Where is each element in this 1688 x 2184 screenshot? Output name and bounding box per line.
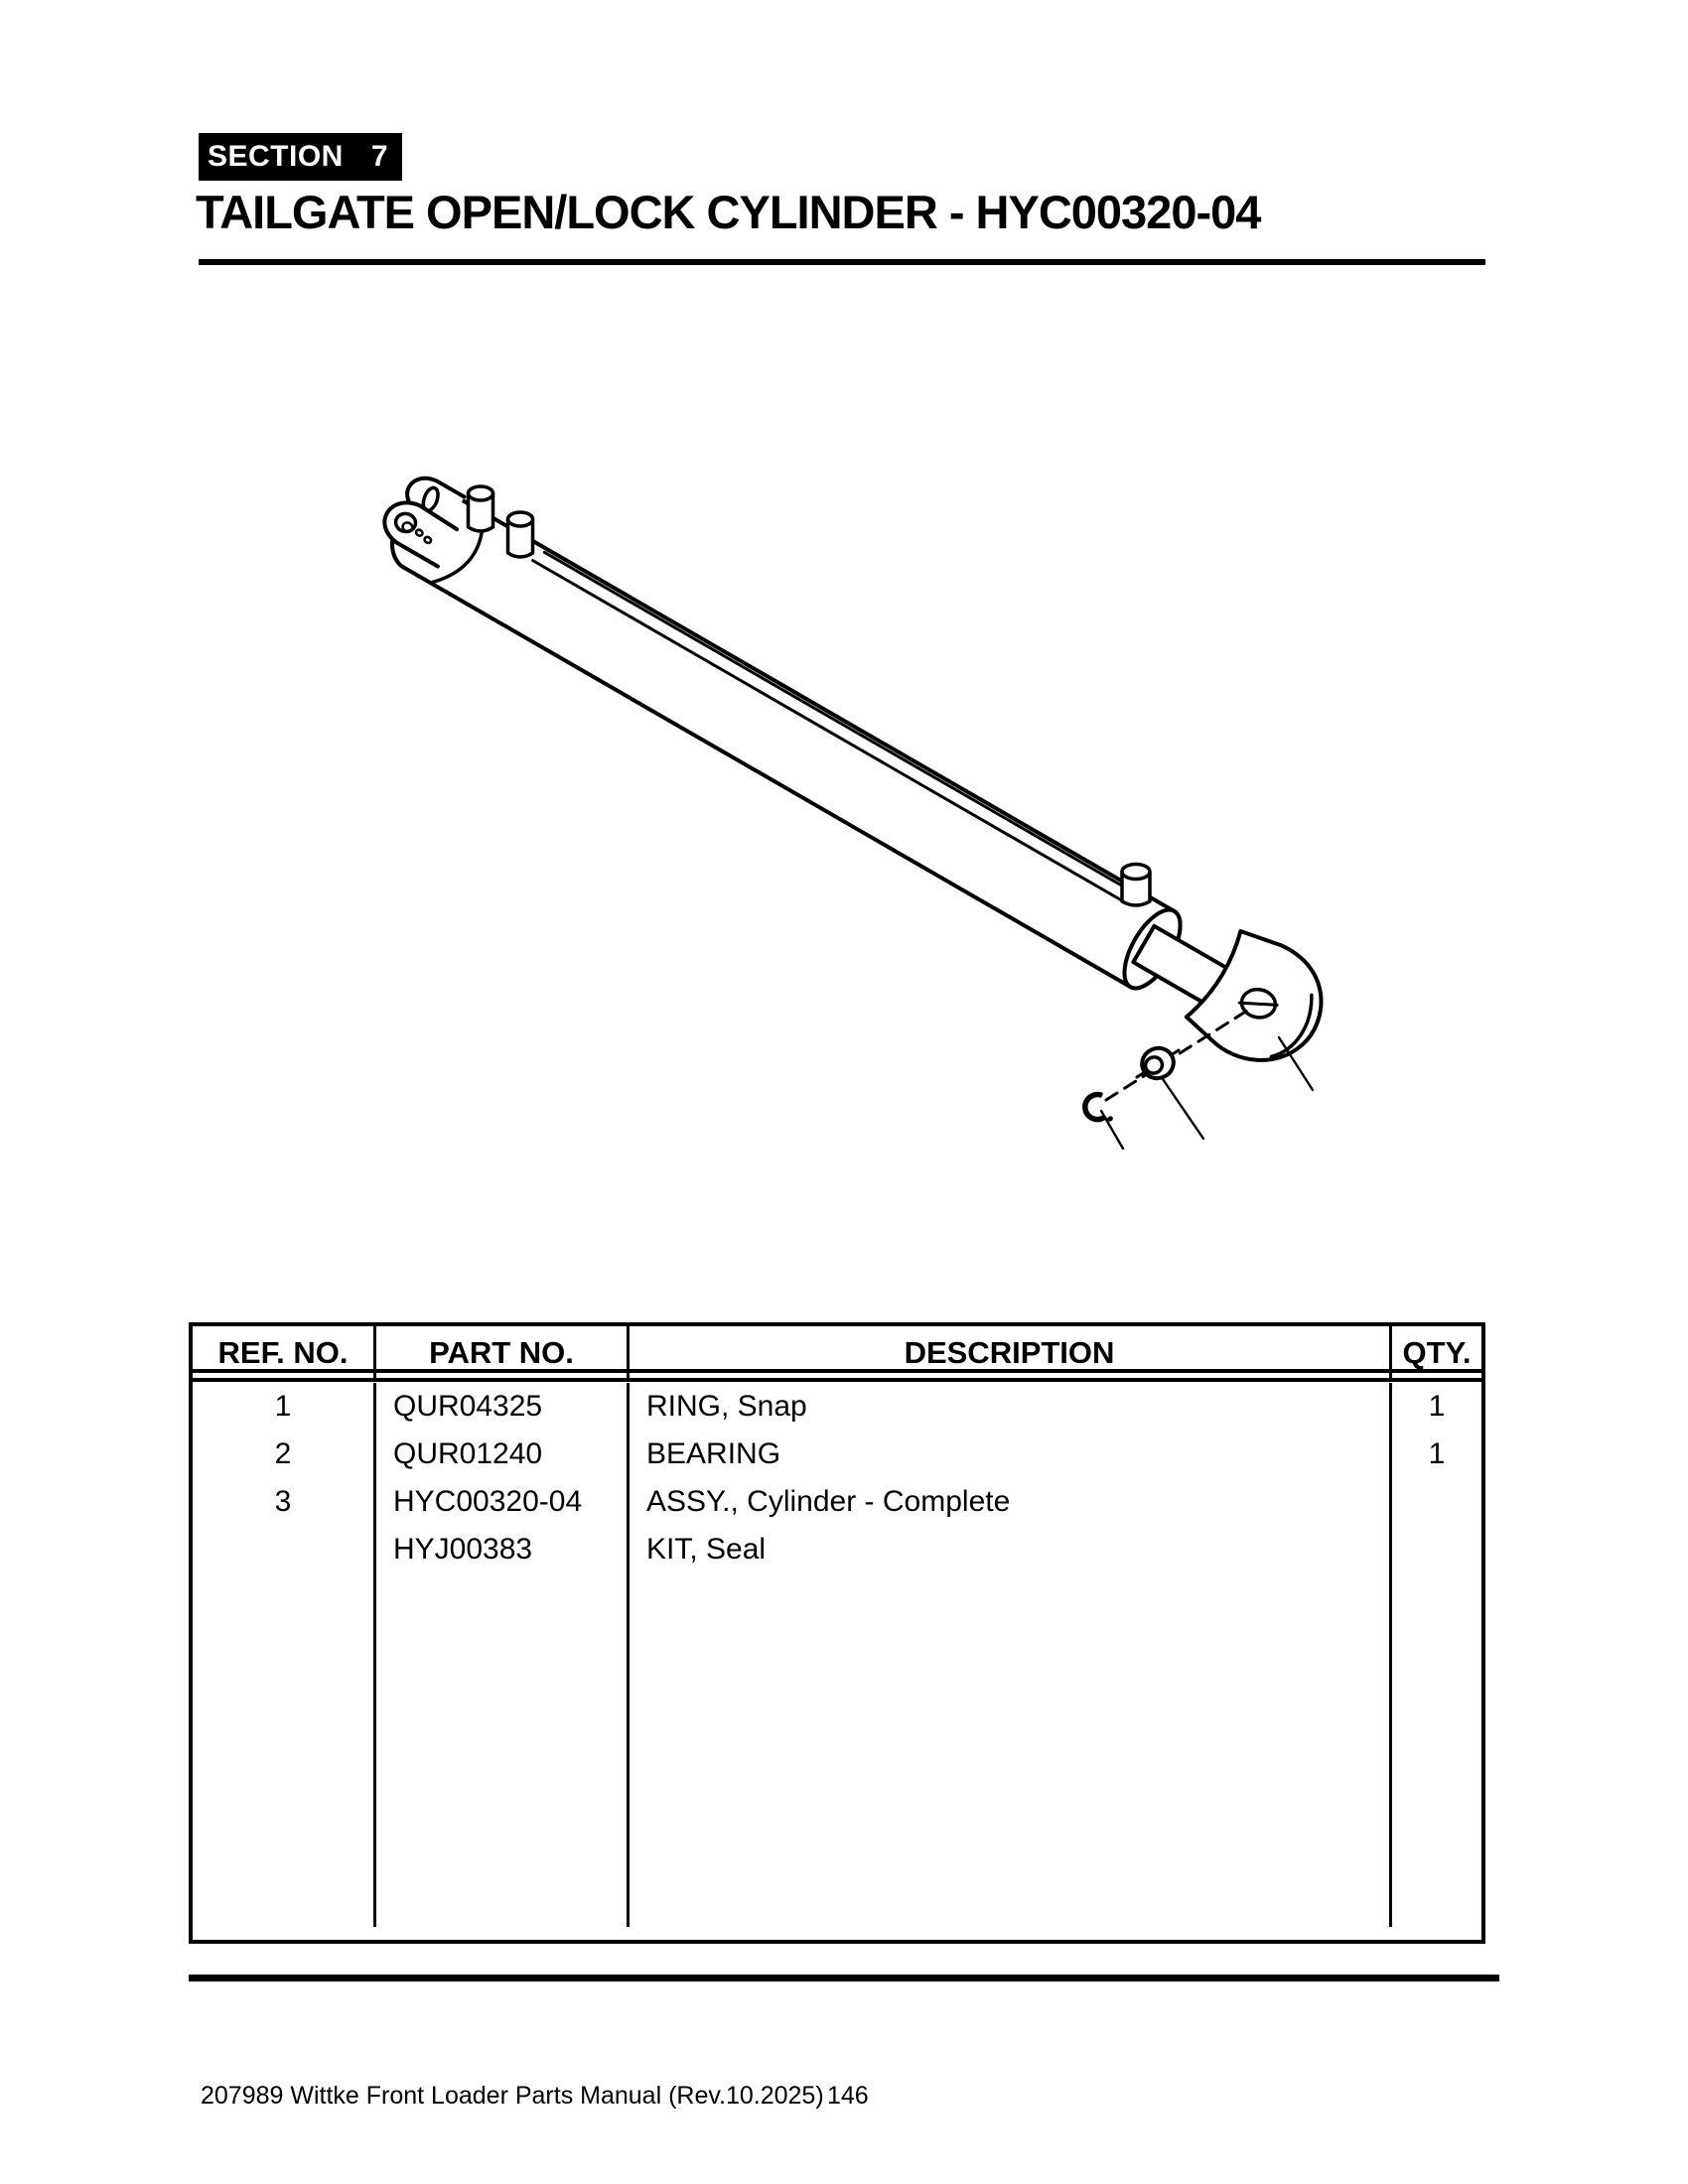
parts-table-body: 1 2 3 QUR04325 QUR01240 HYC00320-04 HYJ0… xyxy=(193,1382,1481,1927)
port-boss-1 xyxy=(466,484,495,533)
ref-no-cell xyxy=(193,1526,373,1573)
section-label: SECTION xyxy=(208,140,344,173)
clevis-front-hole-rim xyxy=(401,521,414,533)
title-rule xyxy=(199,259,1485,265)
hydraulic-tube xyxy=(531,550,1131,905)
part-no-cell: HYJ00383 xyxy=(393,1533,533,1566)
part-no-cell: QUR04325 xyxy=(393,1390,543,1423)
leader-line-snap-ring xyxy=(1099,1109,1125,1151)
ref-no-cell: 3 xyxy=(274,1485,292,1518)
part-no-cell: HYC00320-04 xyxy=(393,1485,583,1518)
cylinder-assembly xyxy=(382,476,1324,1062)
port-boss-2 xyxy=(505,510,535,559)
barrel xyxy=(390,489,1183,991)
part-no-cell: QUR01240 xyxy=(393,1437,543,1470)
ref-no-cell: 1 xyxy=(274,1390,292,1423)
description-cell: KIT, Seal xyxy=(646,1533,767,1566)
header-ref-no: REF. NO. xyxy=(193,1326,376,1380)
page-title: TAILGATE OPEN/LOCK CYLINDER - HYC00320-0… xyxy=(196,186,1261,238)
description-cell: RING, Snap xyxy=(646,1390,807,1423)
column-part-no: QUR04325 QUR01240 HYC00320-04 HYJ00383 xyxy=(376,1383,630,1927)
section-number: 7 xyxy=(370,140,388,173)
header-qty: QTY. xyxy=(1402,1335,1472,1370)
bottom-rule xyxy=(189,1975,1499,1981)
qty-cell: 1 xyxy=(1428,1390,1446,1423)
qty-cell xyxy=(1392,1526,1481,1573)
header-part-no: PART NO. xyxy=(376,1326,630,1380)
leader-line-eye xyxy=(1277,1035,1315,1092)
qty-cell xyxy=(1392,1478,1481,1526)
parts-table: REF. NO. PART NO. DESCRIPTION QTY. 1 2 3… xyxy=(189,1322,1485,1944)
center-line xyxy=(1104,1009,1249,1102)
description-cell: BEARING xyxy=(646,1437,781,1470)
port-boss-3 xyxy=(1120,862,1152,907)
header-description: DESCRIPTION xyxy=(630,1326,1392,1380)
column-description: RING, Snap BEARING ASSY., Cylinder - Com… xyxy=(630,1383,1392,1927)
snap-ring xyxy=(1082,1091,1113,1123)
clevis-pin-hole-2 xyxy=(423,535,433,545)
bearing xyxy=(1135,1045,1181,1081)
parts-table-header: REF. NO. PART NO. DESCRIPTION QTY. xyxy=(193,1326,1481,1382)
clevis-pin-hole-1 xyxy=(414,528,424,537)
eye-center-tick xyxy=(1237,1001,1279,1007)
column-ref-no: 1 2 3 xyxy=(193,1383,376,1927)
section-badge: SECTION 7 xyxy=(199,133,402,181)
column-qty: 1 1 xyxy=(1392,1383,1481,1927)
footer-manual-title: 207989 Wittke Front Loader Parts Manual … xyxy=(201,2082,824,2110)
leader-line-bearing xyxy=(1161,1077,1205,1141)
qty-cell: 1 xyxy=(1428,1437,1446,1470)
description-cell: ASSY., Cylinder - Complete xyxy=(646,1485,1011,1518)
ref-no-cell: 2 xyxy=(274,1437,292,1470)
footer-page-number: 146 xyxy=(827,2082,869,2110)
rod-end-eye-rim xyxy=(1269,993,1314,1059)
